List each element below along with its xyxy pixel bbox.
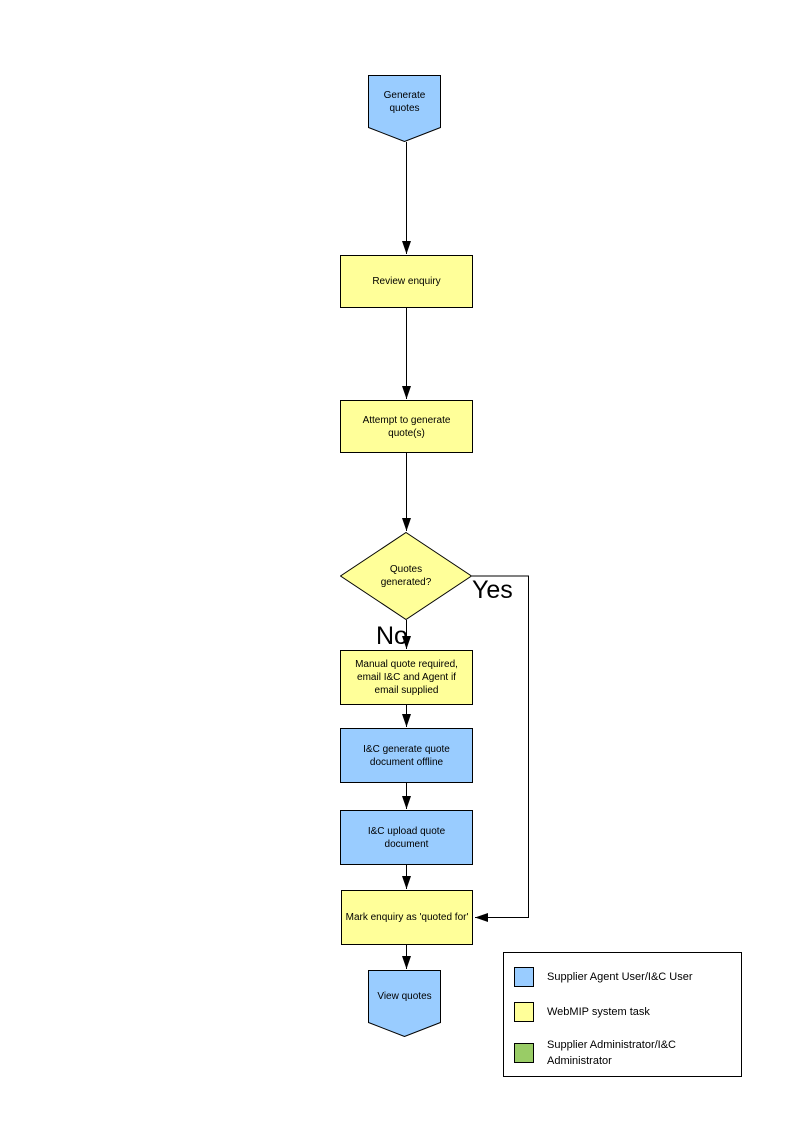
node-label: Generate quotes xyxy=(383,89,426,114)
node-label: Manual quote required, email I&C and Age… xyxy=(355,659,458,696)
node-label: Attempt to generate quote(s) xyxy=(362,414,451,439)
legend-swatch-green xyxy=(514,1043,534,1063)
legend-item-webmip-system-task: WebMIP system task xyxy=(514,1002,732,1022)
legend-item-supplier-administrator: Supplier Administrator/I&C Administrator xyxy=(514,1037,732,1069)
pentagon-shape xyxy=(368,970,441,1037)
node-generate-quotes: Generate quotes xyxy=(368,75,441,142)
legend-swatch-yellow xyxy=(514,1002,534,1022)
node-label: Quotes generated? xyxy=(380,564,432,588)
branch-label-yes: Yes xyxy=(472,576,513,604)
node-ic-upload-document: I&C upload quote document xyxy=(340,810,473,865)
node-label: Mark enquiry as 'quoted for' xyxy=(345,912,469,923)
legend-label: Supplier Administrator/I&C Administrator xyxy=(547,1039,676,1067)
node-review-enquiry: Review enquiry xyxy=(340,255,473,308)
legend-swatch-blue xyxy=(514,967,534,987)
legend-box: Supplier Agent User/I&C User WebMIP syst… xyxy=(503,952,742,1077)
node-label: View quotes xyxy=(377,991,432,1002)
branch-label-no: No xyxy=(376,622,408,650)
node-label: I&C generate quote document offline xyxy=(363,743,450,768)
node-ic-generate-offline: I&C generate quote document offline xyxy=(340,728,473,783)
node-manual-quote-required: Manual quote required, email I&C and Age… xyxy=(340,650,473,705)
node-label: I&C upload quote document xyxy=(367,825,446,850)
node-view-quotes: View quotes xyxy=(368,970,441,1037)
node-label: Review enquiry xyxy=(372,276,441,287)
pentagon-shape xyxy=(368,75,441,142)
legend-label: Supplier Agent User/I&C User xyxy=(547,971,693,983)
node-attempt-generate: Attempt to generate quote(s) xyxy=(340,400,473,453)
node-quotes-generated-decision: Quotes generated? xyxy=(340,532,472,620)
connector-decision-mark-yes xyxy=(472,575,529,922)
legend-item-supplier-agent-user: Supplier Agent User/I&C User xyxy=(514,967,732,987)
node-mark-quoted-for: Mark enquiry as 'quoted for' xyxy=(341,890,473,945)
diamond-shape xyxy=(340,532,472,620)
legend-label: WebMIP system task xyxy=(547,1006,650,1018)
